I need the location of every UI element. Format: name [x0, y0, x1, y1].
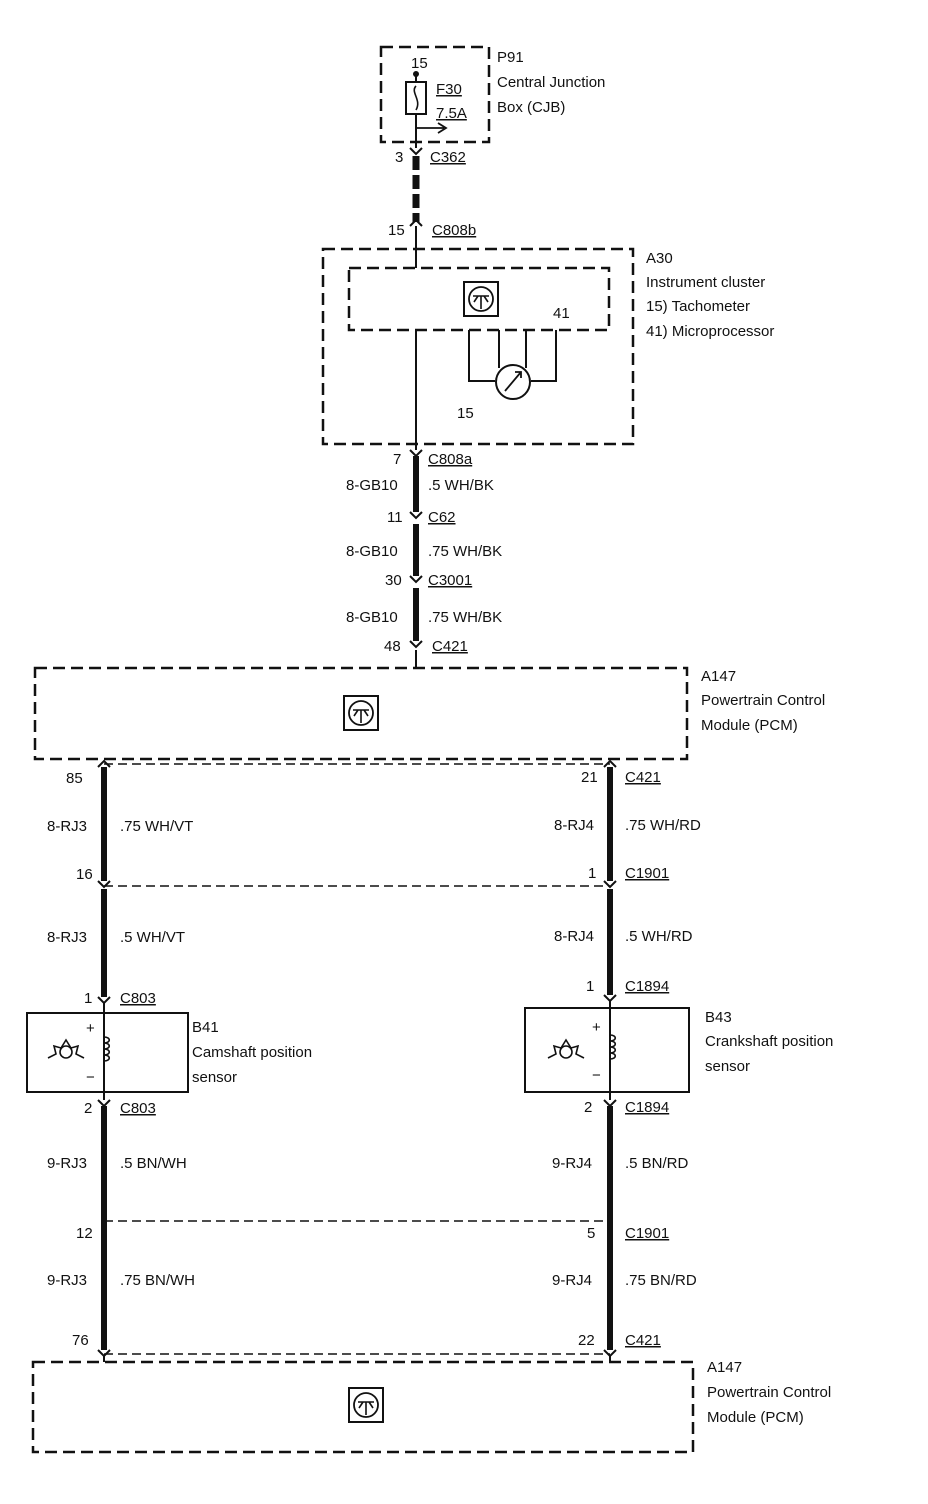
l1-circuit: 8-RJ3 [47, 818, 87, 835]
c803-1-name: C803 [120, 990, 156, 1007]
r2-spec: .5 WH/RD [625, 928, 693, 945]
p91-label-1: Central Junction [497, 74, 605, 91]
w3-spec: .75 WH/BK [428, 609, 502, 626]
l4-spec: .75 BN/WH [120, 1272, 195, 1289]
a30-pin-15: 15 [457, 405, 474, 422]
l2-circuit: 8-RJ3 [47, 929, 87, 946]
r4-circuit: 9-RJ4 [552, 1272, 592, 1289]
b41-plus: + [86, 1020, 95, 1037]
pcm-bottom-icon [348, 1387, 384, 1423]
a147-top-label-1: Powertrain Control [701, 692, 825, 709]
a147-bottom-label-2: Module (PCM) [707, 1409, 804, 1426]
b43-minus: − [592, 1067, 601, 1084]
coil-icon [609, 1034, 617, 1060]
a147-top-id: A147 [701, 668, 736, 685]
fuse-name: F30 [436, 81, 462, 98]
w2-spec: .75 WH/BK [428, 543, 502, 560]
a30-label-3: 41) Microprocessor [646, 323, 774, 340]
c803-2-name: C803 [120, 1100, 156, 1117]
a147-bottom-id: A147 [707, 1359, 742, 1376]
l1-spec: .75 WH/VT [120, 818, 193, 835]
c3001-pin: 30 [385, 572, 402, 589]
c1894-2-pin: 2 [584, 1099, 592, 1116]
a30-label-1: Instrument cluster [646, 274, 765, 291]
w1-circuit: 8-GB10 [346, 477, 398, 494]
a147-pcm-top: A147 Powertrain Control Module (PCM) [33, 666, 825, 761]
a30-instrument-cluster: A30 Instrument cluster 15) Tachometer 41… [321, 247, 774, 446]
left-16-pin: 16 [76, 866, 93, 883]
c1901-1-name: C1901 [625, 865, 669, 882]
pcm-top-icon [343, 695, 379, 731]
c1901-5-pin: 5 [587, 1225, 595, 1242]
c803-1-pin: 1 [84, 990, 92, 1007]
fuse-rating: 7.5A [436, 105, 467, 122]
c421-21-pin: 21 [581, 769, 598, 786]
camshaft-sensor-icon [47, 1039, 85, 1059]
c1894-1-name: C1894 [625, 978, 669, 995]
a147-top-label-2: Module (PCM) [701, 717, 798, 734]
p91-label-2: Box (CJB) [497, 99, 565, 116]
a30-id: A30 [646, 250, 673, 267]
b43-id: B43 [705, 1009, 732, 1026]
r2-circuit: 8-RJ4 [554, 928, 594, 945]
w2-circuit: 8-GB10 [346, 543, 398, 560]
coil-icon [103, 1036, 111, 1062]
c808b-name: C808b [432, 222, 476, 239]
b41-label-2: sensor [192, 1069, 237, 1086]
c421-21-name: C421 [625, 769, 661, 786]
l3-circuit: 9-RJ3 [47, 1155, 87, 1172]
r3-spec: .5 BN/RD [625, 1155, 689, 1172]
b41-camshaft-position-sensor: + − B41 Camshaft position sensor [26, 1012, 312, 1093]
a147-bottom-label-1: Powertrain Control [707, 1384, 831, 1401]
c421-top-name: C421 [432, 638, 468, 655]
b43-label-1: Crankshaft position [705, 1033, 833, 1050]
a30-pin-41: 41 [553, 305, 570, 322]
c362-name: C362 [430, 149, 466, 166]
l3-spec: .5 BN/WH [120, 1155, 187, 1172]
c808a-name: C808a [428, 451, 473, 468]
left-76-pin: 76 [72, 1332, 89, 1349]
c362-pin: 3 [395, 149, 403, 166]
l4-circuit: 9-RJ3 [47, 1272, 87, 1289]
b43-crankshaft-position-sensor: + − B43 Crankshaft position sensor [524, 1007, 833, 1093]
c421-22-pin: 22 [578, 1332, 595, 1349]
c3001-name: C3001 [428, 572, 472, 589]
c1894-2-name: C1894 [625, 1099, 669, 1116]
b41-label-1: Camshaft position [192, 1044, 312, 1061]
left-85-pin: 85 [66, 770, 83, 787]
a147-pcm-bottom: A147 Powertrain Control Module (PCM) [31, 1359, 831, 1454]
c808a-pin: 7 [393, 451, 401, 468]
microprocessor-icon [463, 281, 499, 317]
b41-minus: − [86, 1069, 95, 1086]
l2-spec: .5 WH/VT [120, 929, 185, 946]
w3-circuit: 8-GB10 [346, 609, 398, 626]
left-12-pin: 12 [76, 1225, 93, 1242]
c62-name: C62 [428, 509, 456, 526]
c1894-1-pin: 1 [586, 978, 594, 995]
w1-spec: .5 WH/BK [428, 477, 494, 494]
r1-circuit: 8-RJ4 [554, 817, 594, 834]
c421-top-pin: 48 [384, 638, 401, 655]
r4-spec: .75 BN/RD [625, 1272, 697, 1289]
p91-pin: 15 [411, 55, 428, 72]
b41-id: B41 [192, 1019, 219, 1036]
a30-label-2: 15) Tachometer [646, 298, 750, 315]
arrow-icon [416, 122, 448, 134]
r3-circuit: 9-RJ4 [552, 1155, 592, 1172]
b43-plus: + [592, 1019, 601, 1036]
c421-22-name: C421 [625, 1332, 661, 1349]
c808b-pin: 15 [388, 222, 405, 239]
c1901-5-name: C1901 [625, 1225, 669, 1242]
r1-spec: .75 WH/RD [625, 817, 701, 834]
c1901-1-pin: 1 [588, 865, 596, 882]
p91-id: P91 [497, 49, 524, 66]
c803-2-pin: 2 [84, 1100, 92, 1117]
p91-central-junction-box: P91 Central Junction Box (CJB) 15 F30 7.… [379, 45, 605, 148]
c62-pin: 11 [387, 509, 403, 526]
crankshaft-sensor-icon [547, 1039, 585, 1059]
b43-label-2: sensor [705, 1058, 750, 1075]
